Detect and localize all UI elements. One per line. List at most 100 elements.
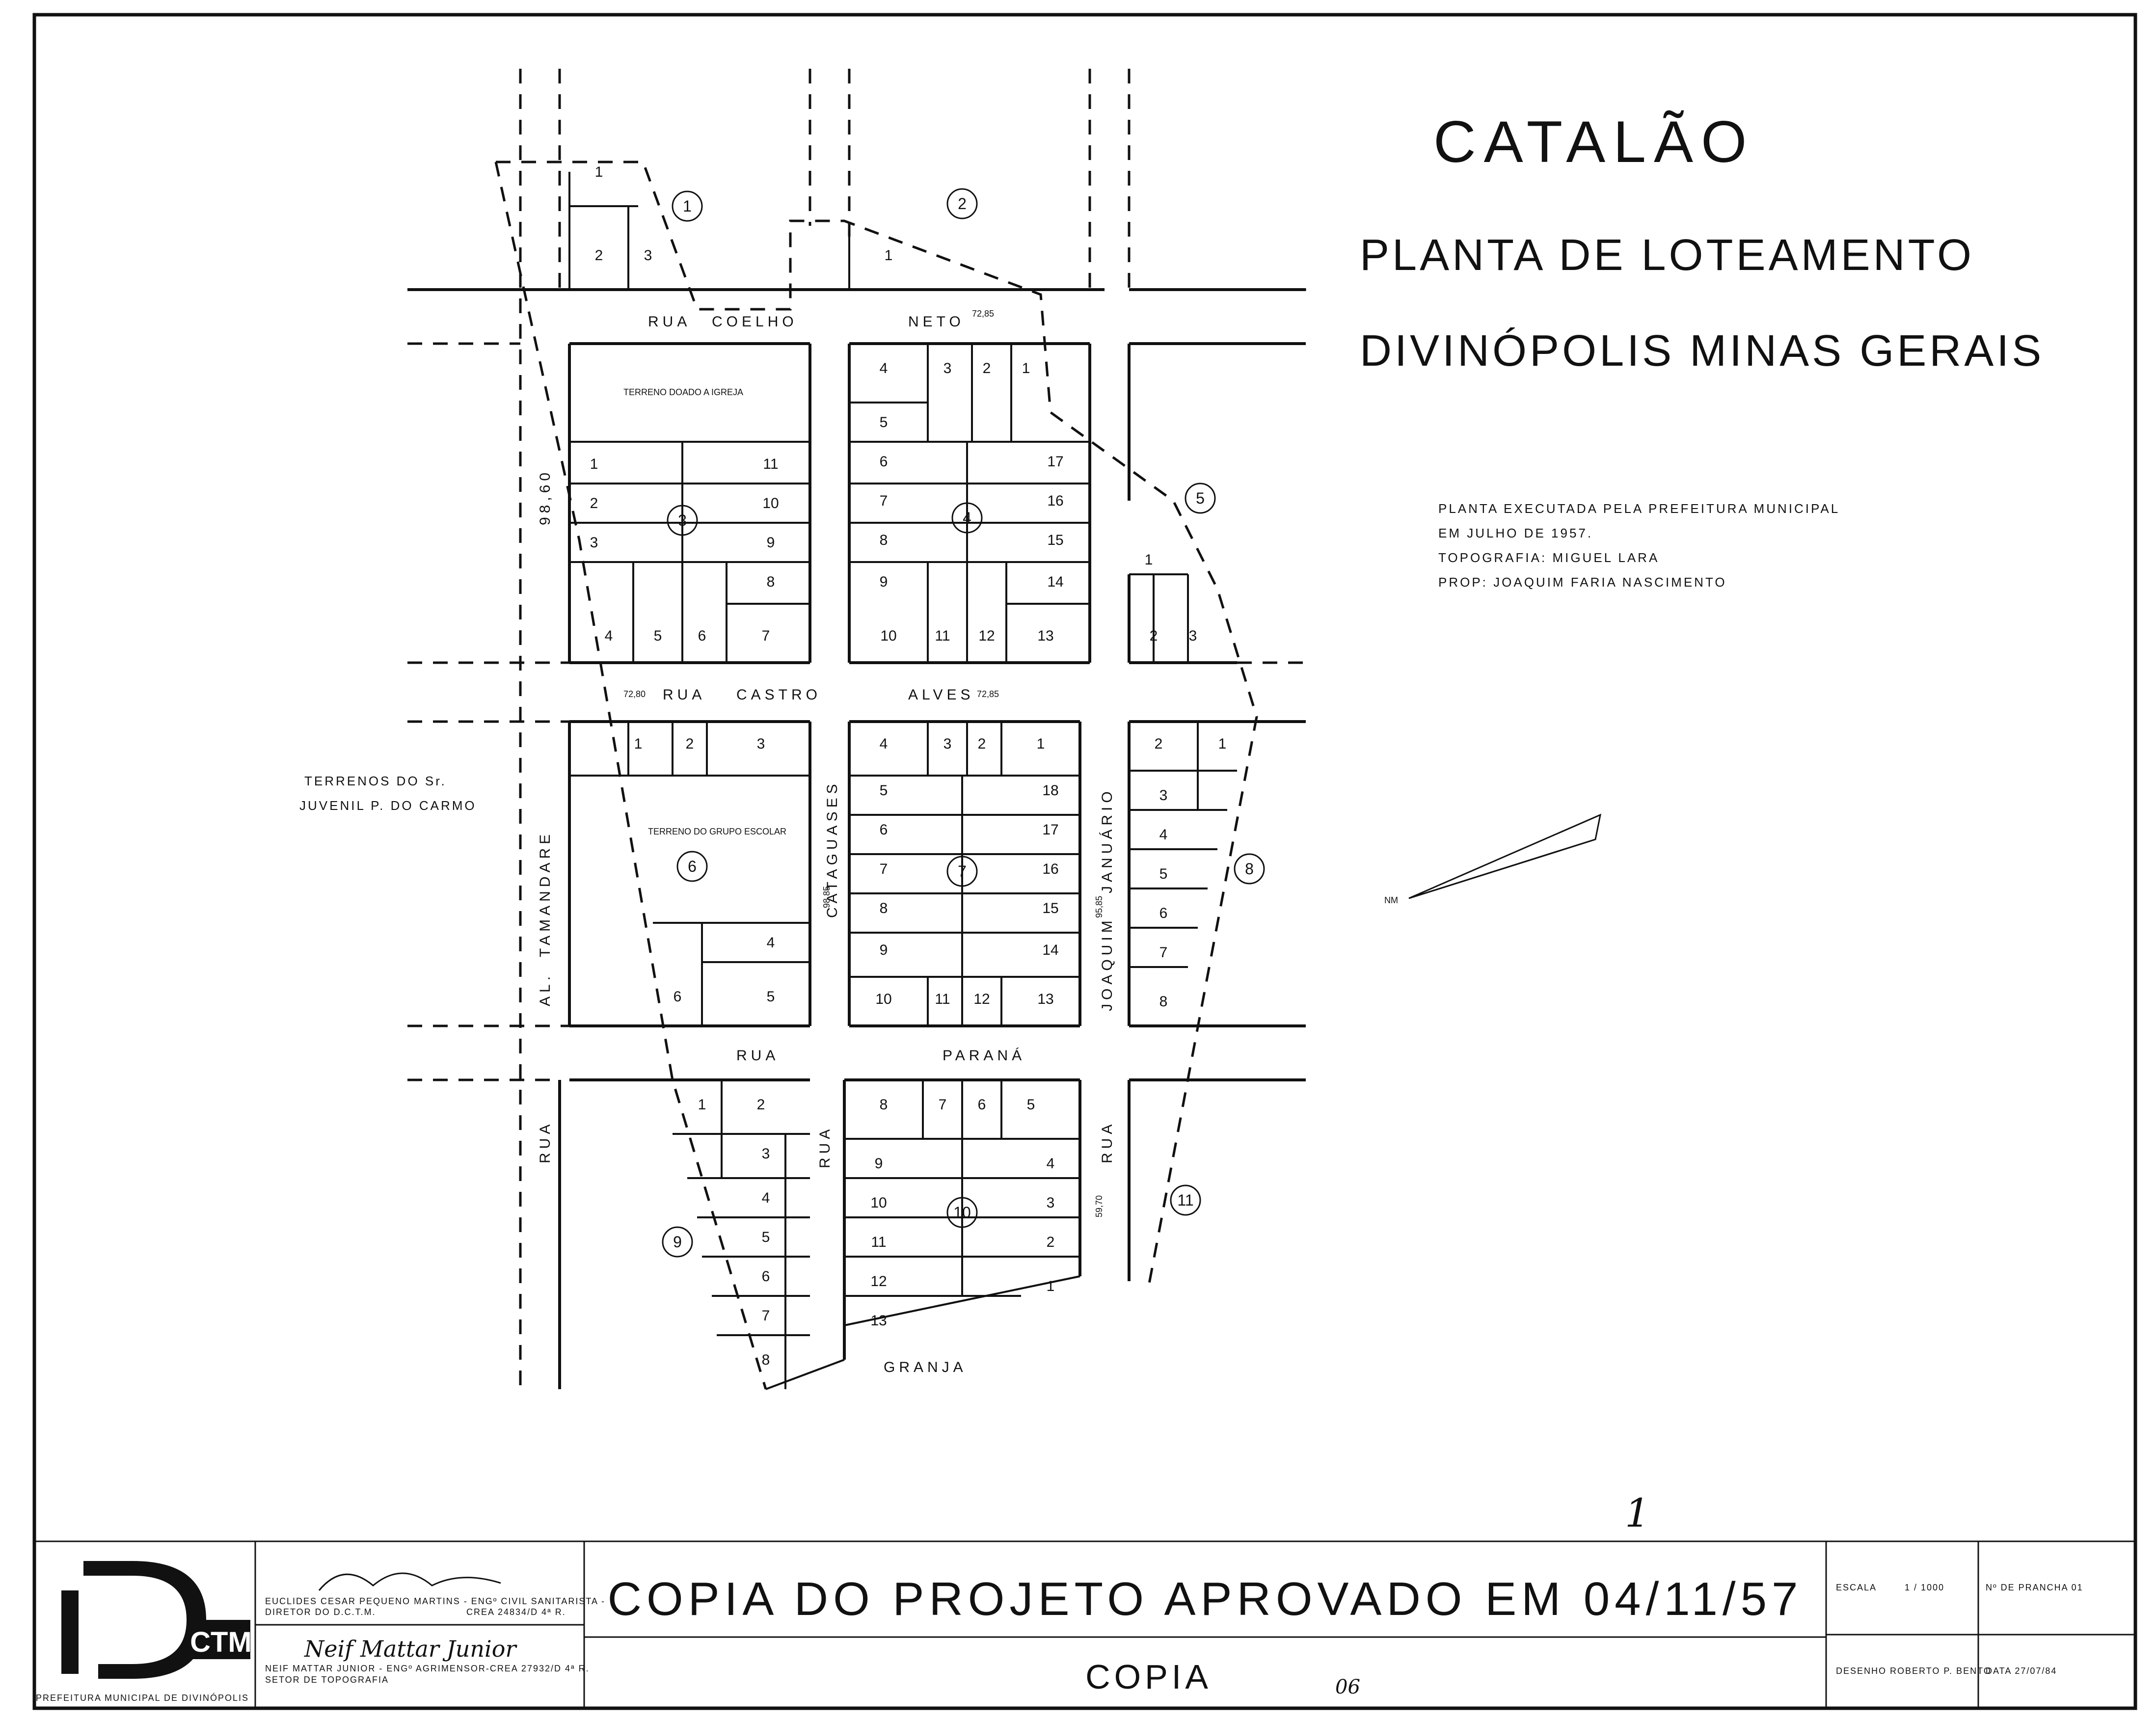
note-line-4: PROP: JOAQUIM FARIA NASCIMENTO xyxy=(1438,575,1727,590)
lot-number: 3 xyxy=(762,1146,770,1162)
svg-text:4: 4 xyxy=(963,509,971,527)
block10-depth: 59,70 xyxy=(1094,1195,1104,1217)
lot-number: 4 xyxy=(1159,827,1168,843)
lot-number: 7 xyxy=(1159,944,1168,961)
lot-number: 7 xyxy=(939,1097,947,1113)
svg-text:9: 9 xyxy=(673,1233,682,1251)
street-al: AL. xyxy=(537,972,553,1006)
lot-number: 2 xyxy=(1047,1234,1055,1250)
prancha-label: Nº DE PRANCHA 01 xyxy=(1986,1583,2083,1592)
lot-number: 3 xyxy=(757,736,765,752)
street-januario: JANUÁRIO xyxy=(1099,787,1115,893)
signature-2: Neif Mattar Junior xyxy=(304,1636,517,1662)
lot-number: 5 xyxy=(1027,1097,1035,1113)
lot-number: 1 xyxy=(1022,360,1030,376)
org-short: CTM xyxy=(190,1626,252,1658)
street-joaquim: JOAQUIM xyxy=(1099,916,1115,1011)
coelho-length: 72,85 xyxy=(972,309,994,319)
svg-text:8: 8 xyxy=(1245,860,1254,878)
lot-number: 3 xyxy=(590,535,598,551)
lot-number: 6 xyxy=(978,1097,986,1113)
lot-igreja-label: TERRENO DOADO A IGREJA xyxy=(623,387,743,397)
lot-number: 7 xyxy=(880,861,888,877)
neighbor-line-1: TERRENOS DO Sr. xyxy=(304,774,447,788)
lot-number: 4 xyxy=(880,360,888,376)
lot-number: 2 xyxy=(983,360,991,376)
lot-number: 6 xyxy=(698,628,706,644)
block-marker-3: 3 xyxy=(667,505,698,536)
lot-number: 3 xyxy=(644,247,652,264)
lot-number: 9 xyxy=(880,574,888,590)
signer1-name: EUCLIDES CESAR PEQUENO MARTINS - ENGº CI… xyxy=(265,1596,605,1606)
lot-number: 8 xyxy=(1159,994,1168,1010)
street-cataguases-rua: RUA xyxy=(817,1126,833,1168)
lot-number: 1 xyxy=(1218,736,1227,752)
note-line-2: EM JULHO DE 1957. xyxy=(1438,526,1593,540)
lot-number: 1 xyxy=(698,1097,706,1113)
street-cataguases: CATAGUASES xyxy=(824,780,840,918)
north-label: NM xyxy=(1384,895,1398,905)
lot-number: 6 xyxy=(762,1268,770,1285)
lot-number: 17 xyxy=(1047,454,1063,470)
lot-number: 9 xyxy=(767,535,775,551)
lot-number: 6 xyxy=(674,989,682,1005)
title-block: CTM PREFEITURA MUNICIPAL DE DIVINÓPOLIS … xyxy=(34,1540,2135,1708)
lot-number: 7 xyxy=(762,1308,770,1324)
block-markers: 1 2 3 4 5 6 7 8 9 10 11 xyxy=(662,188,1265,1258)
block-marker-2: 2 xyxy=(946,188,978,219)
data-label: DATA 27/07/84 xyxy=(1986,1666,2057,1676)
stray-mark-06: 06 xyxy=(1335,1676,1360,1698)
lot-number: 1 xyxy=(1037,736,1045,752)
lot-number: 6 xyxy=(880,454,888,470)
lot-number: 11 xyxy=(935,991,950,1007)
lot-number: 12 xyxy=(978,628,995,644)
lot-number: 2 xyxy=(1150,628,1158,644)
block6-depth: 98,85 xyxy=(822,886,832,908)
signer2-name: NEIF MATTAR JUNIOR - ENGº AGRIMENSOR-CRE… xyxy=(265,1664,590,1673)
block-marker-4: 4 xyxy=(951,502,983,534)
lot-escolar-label: TERRENO DO GRUPO ESCOLAR xyxy=(648,827,786,836)
map-subtitle: PLANTA DE LOTEAMENTO xyxy=(1360,231,1974,280)
lot-lines xyxy=(568,172,1237,1390)
map-title: CATALÃO xyxy=(1433,109,1754,175)
lot-number: 13 xyxy=(1037,628,1053,644)
block-marker-9: 9 xyxy=(662,1226,693,1258)
signature-1 xyxy=(318,1572,501,1591)
block-marker-5: 5 xyxy=(1185,483,1216,514)
lot-number: 2 xyxy=(590,495,598,511)
lot-number: 4 xyxy=(880,736,888,752)
lot-number: 12 xyxy=(870,1273,887,1290)
lot-number: 10 xyxy=(880,628,896,644)
lot-number: 5 xyxy=(1159,866,1168,882)
street-coelho-rua: RUA xyxy=(648,314,691,330)
street-joaquim-rua: RUA xyxy=(1099,1121,1115,1163)
lot-number: 8 xyxy=(762,1352,770,1368)
svg-text:1: 1 xyxy=(683,197,692,215)
lot-number: 10 xyxy=(870,1195,887,1211)
lot-number: 7 xyxy=(880,493,888,509)
castro-left-length: 72,80 xyxy=(623,689,646,699)
lot-number: 11 xyxy=(871,1234,886,1250)
street-cataguases-depth: 98,60 xyxy=(537,469,553,525)
signer2-role: SETOR DE TOPOGRAFIA xyxy=(265,1675,389,1685)
lot-number: 14 xyxy=(1042,942,1058,958)
dctm-logo: CTM PREFEITURA MUNICIPAL DE DIVINÓPOLIS xyxy=(36,1561,252,1703)
lot-number: 4 xyxy=(1047,1156,1055,1172)
lot-number: 1 xyxy=(1145,552,1153,568)
svg-text:6: 6 xyxy=(688,858,697,875)
lot-number: 4 xyxy=(762,1190,770,1206)
lot-number: 18 xyxy=(1042,782,1058,799)
street-neto: NETO xyxy=(908,314,965,330)
lot-number: 2 xyxy=(978,736,986,752)
lot-number: 2 xyxy=(686,736,694,752)
street-parana-rua: RUA xyxy=(736,1048,779,1064)
copy-label: COPIA xyxy=(1085,1658,1212,1696)
dashed-extensions xyxy=(407,69,1306,1390)
lot-number: 16 xyxy=(1042,861,1058,877)
block-marker-10: 10 xyxy=(946,1197,978,1228)
lot-number: 13 xyxy=(870,1313,887,1329)
svg-text:5: 5 xyxy=(1196,489,1205,507)
block7-depth: 95,85 xyxy=(1094,896,1104,918)
lot-number: 10 xyxy=(875,991,891,1007)
